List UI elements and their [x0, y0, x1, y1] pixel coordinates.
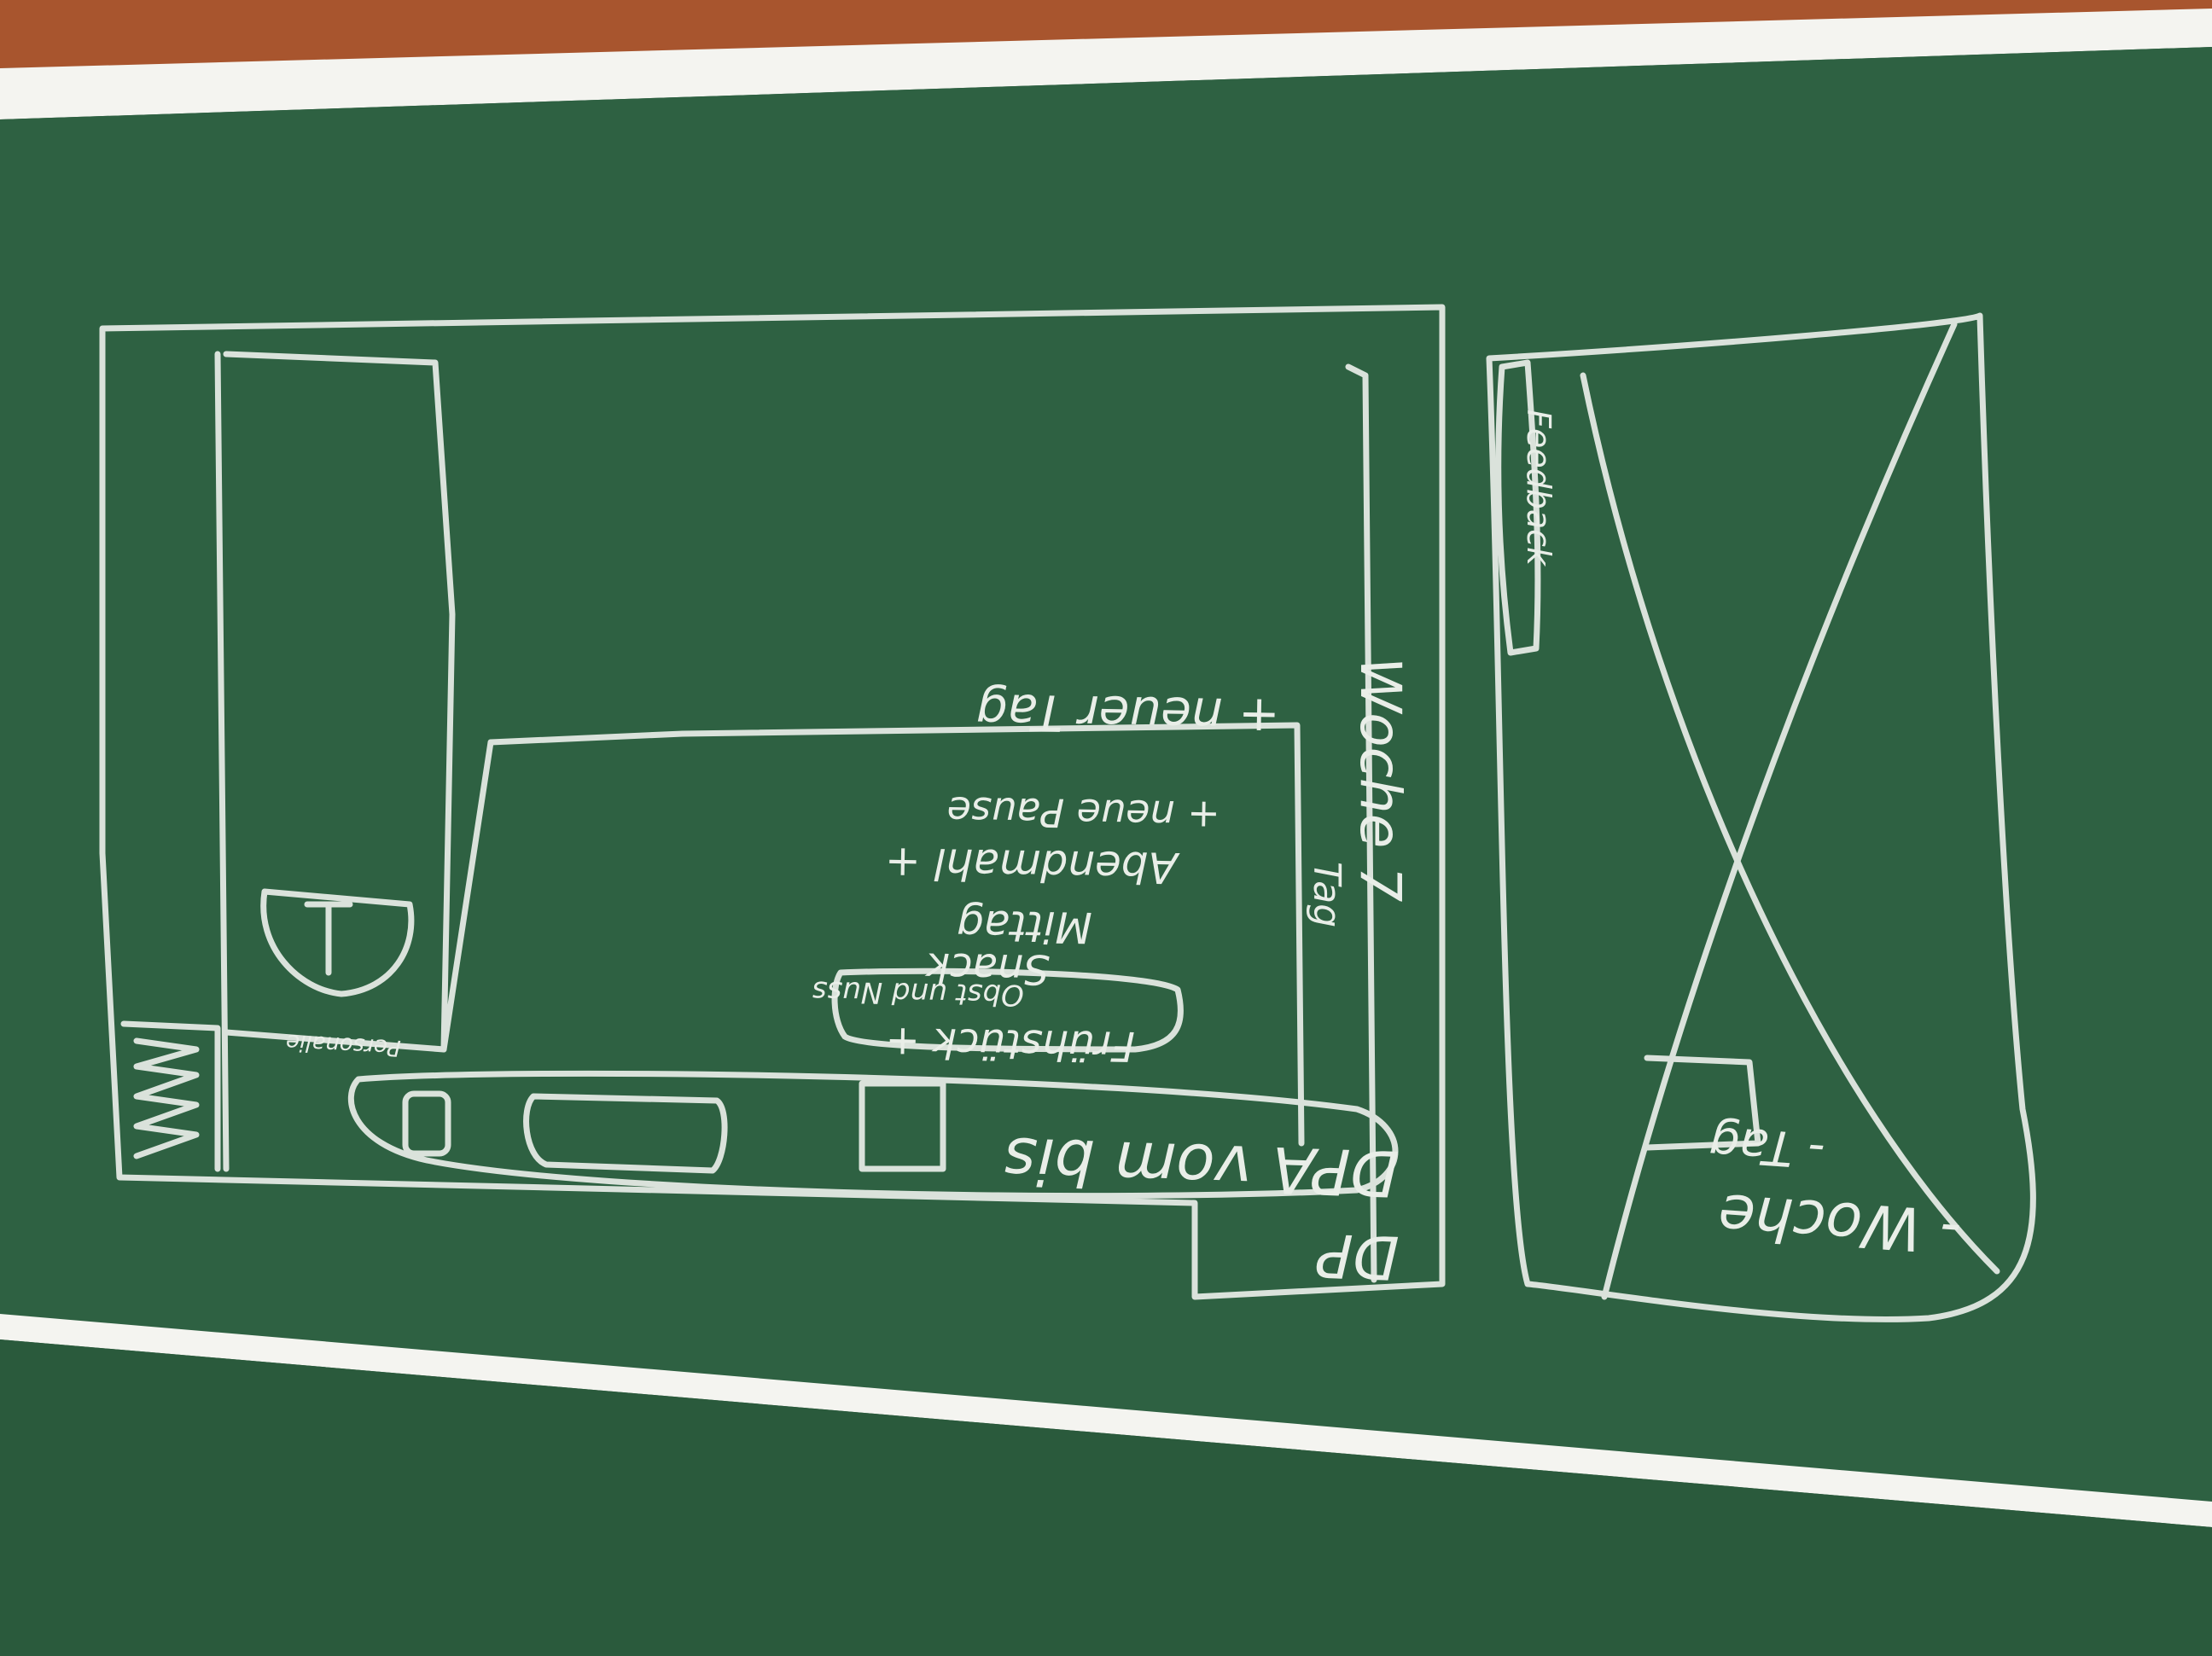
- date-input-box: [523, 1093, 728, 1174]
- lunch-text: Mittag: [957, 900, 1093, 952]
- profile-icon-glyph: [304, 901, 353, 976]
- corner-label: DP: [1315, 1220, 1400, 1293]
- cross-line-a: [1601, 321, 1958, 1300]
- breakfast-text: Frühstück +: [885, 1018, 1135, 1070]
- add-break-text: + neue Pause: [946, 787, 1220, 839]
- absence-text: Abendmahl +: [884, 838, 1180, 892]
- day-panel-right: [679, 722, 1305, 1147]
- small-left-box: [402, 1090, 451, 1157]
- mobile-day-box: [1644, 1055, 1761, 1151]
- date-range-text: DPA vom bis: [1003, 1123, 1400, 1210]
- wood-trim: [0, 0, 2212, 68]
- day-panel-top: [487, 730, 686, 746]
- add-day-text: + neuer Tag: [975, 683, 1280, 746]
- chalkboard-lower: [0, 1339, 2212, 1652]
- day-tab-label: Tag: [1305, 862, 1348, 927]
- right-inner-border: [1345, 363, 1377, 1283]
- bottom-ledge: [0, 1314, 2212, 1527]
- preview-week-text: - Woche: [1716, 1180, 1964, 1267]
- top-ledge: [0, 9, 2212, 119]
- calendar-square: [859, 1080, 946, 1172]
- date-range-bar: [347, 1070, 1399, 1200]
- breakfast-oval: [831, 967, 1184, 1053]
- main-frame-outline: [99, 304, 1446, 1300]
- feedback-text: Feedback: [1520, 410, 1557, 567]
- snack-text: Snack: [924, 943, 1051, 993]
- chalkboard-upper: [0, 47, 2212, 1502]
- cross-line-b: [1580, 372, 2000, 1275]
- feedback-pill: [1495, 359, 1541, 656]
- preview-day-text: - Tag: [1708, 1115, 1827, 1178]
- sidebar-panel: [223, 351, 456, 1053]
- fruit-text: Obst und Nuss: [812, 974, 1024, 1012]
- day-panel-left: [440, 739, 494, 1053]
- week-label: Woche 7: [1348, 657, 1413, 902]
- profile-icon-shape: [260, 888, 415, 997]
- menu-zigzag-icon: [133, 1037, 200, 1159]
- side-label-text: Personalie: [285, 1029, 401, 1060]
- mobile-frame: [1486, 312, 2036, 1322]
- menu-box: [120, 1020, 221, 1172]
